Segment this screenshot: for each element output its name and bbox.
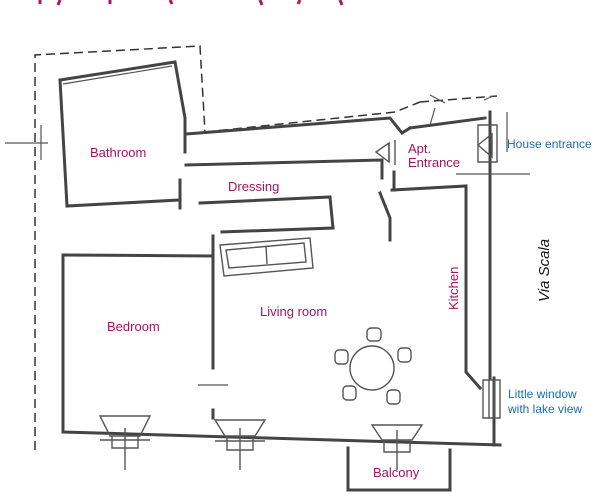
annotation-window-1: Little window xyxy=(508,387,577,401)
room-label-bathroom: Bathroom xyxy=(90,145,146,160)
cropped-headline xyxy=(30,0,430,6)
outer-walls xyxy=(5,60,502,447)
room-label-dressing: Dressing xyxy=(228,179,279,194)
dashed-boundary xyxy=(34,45,498,450)
window-icons xyxy=(98,415,424,470)
entrance-arrows xyxy=(374,124,498,165)
annotation-house-entrance: House entrance xyxy=(507,137,592,151)
balcony xyxy=(346,446,452,492)
annotation-window-2: with lake view xyxy=(507,402,582,416)
right-window-icon xyxy=(482,379,501,419)
room-label-living-room: Living room xyxy=(260,304,327,319)
street-name-label: Via Scala xyxy=(536,239,553,302)
room-label-bedroom: Bedroom xyxy=(107,319,160,334)
room-label-kitchen: Kitchen xyxy=(446,267,461,310)
dining-table-icon xyxy=(334,327,412,405)
room-label-balcony: Balcony xyxy=(373,465,420,480)
room-label-apt-entrance-2: Entrance xyxy=(408,155,460,170)
interior-walls xyxy=(61,94,530,420)
sofa-icon xyxy=(219,237,314,277)
room-label-apt-entrance-1: Apt. xyxy=(408,141,431,156)
